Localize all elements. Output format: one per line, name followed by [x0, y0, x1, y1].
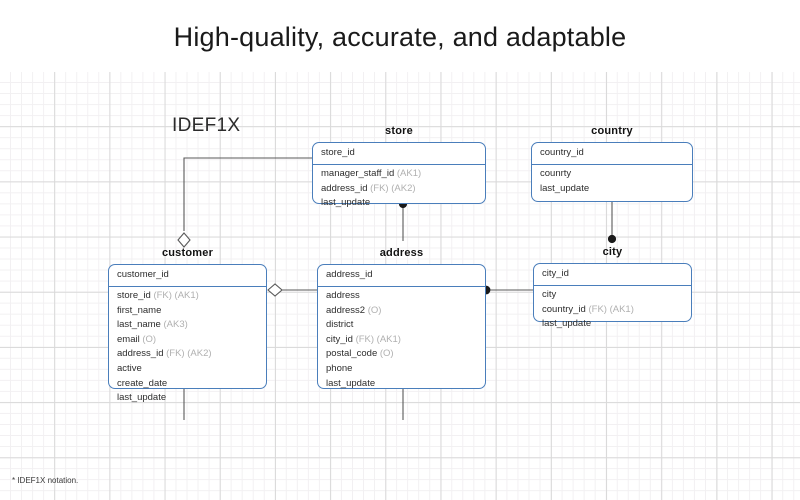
entity-title-customer: customer [161, 247, 214, 259]
attribute-row: active [108, 362, 267, 377]
attribute-name: last_update [117, 392, 167, 404]
attribute-name: address [326, 290, 360, 301]
entity-country[interactable]: country country_id counrty last_update [531, 125, 693, 202]
attribute-name: address_id [117, 348, 164, 360]
attribute-annotation: (O) [142, 333, 157, 345]
entity-title-country: country [591, 125, 633, 137]
attribute-annotation: (FK) (AK1) [588, 303, 634, 315]
attribute-annotation: (O) [367, 304, 382, 316]
attribute-name: address2 [326, 304, 366, 316]
entity-box-city [533, 263, 692, 322]
attribute-row: phone [317, 362, 486, 377]
attribute-name: city_id [542, 268, 569, 279]
attribute-name: manager_staff_id [321, 168, 395, 179]
attribute-row: last_update [533, 317, 692, 332]
attribute-row: first_name [108, 304, 267, 319]
entity-customer[interactable]: customer customer_id store_id (FK) (AK1)… [108, 247, 267, 403]
attribute-row: country_id [531, 146, 693, 161]
attribute-row: address_id [317, 268, 486, 283]
attribute-name: store_id [321, 147, 355, 158]
attribute-row: address [317, 289, 486, 304]
attribute-name: email [117, 333, 140, 345]
page-title: High-quality, accurate, and adaptable [173, 22, 627, 52]
entity-title-city: city [602, 246, 623, 258]
entity-pk-list-store: store_id [312, 142, 486, 165]
attribute-annotation: (AK3) [163, 319, 188, 331]
attribute-row: country_id (FK) (AK1) [533, 303, 692, 318]
attribute-row: city_id [533, 267, 692, 282]
attribute-name: city_id [326, 333, 353, 345]
attribute-row: last_update [312, 196, 486, 211]
attribute-annotation: (O) [379, 348, 394, 360]
attribute-name: active [117, 362, 142, 374]
entity-box-address [317, 264, 486, 389]
attribute-row: last_update [108, 391, 267, 406]
attribute-row: manager_staff_id (AK1) [312, 167, 486, 182]
entity-title-store: store [385, 125, 413, 137]
entity-city[interactable]: city city_id city country_id (FK) (AK1) … [533, 246, 692, 329]
attribute-row: postal_code (O) [317, 347, 486, 362]
attribute-row: create_date [108, 377, 267, 392]
attribute-name: store_id [117, 290, 151, 301]
attribute-row: counrty [531, 167, 693, 182]
attribute-name: last_name [117, 319, 161, 331]
attribute-row: city_id (FK) (AK1) [317, 333, 486, 348]
attribute-annotation: (FK) (AK1) [355, 333, 401, 345]
entity-pk-list-country: country_id [531, 142, 693, 165]
entity-attr-list-city: city country_id (FK) (AK1) last_update [533, 285, 692, 332]
attribute-annotation: (FK) (AK1) [153, 290, 199, 301]
attribute-row: address_id (FK) (AK2) [108, 347, 267, 362]
attribute-annotation: (FK) (AK2) [166, 348, 212, 360]
attribute-name: customer_id [117, 269, 169, 280]
attribute-name: last_update [540, 182, 590, 194]
attribute-name: district [326, 319, 354, 331]
attribute-row: last_update [531, 182, 693, 197]
attribute-row: store_id [312, 146, 486, 161]
entity-box-store [312, 142, 486, 204]
attribute-name: first_name [117, 304, 162, 316]
entity-title-address: address [379, 247, 424, 259]
attribute-name: city [542, 289, 557, 300]
attribute-row: city [533, 288, 692, 303]
entity-address[interactable]: address address_id address address2 (O) … [317, 247, 486, 391]
attribute-name: address_id [321, 182, 368, 194]
attribute-row: email (O) [108, 333, 267, 348]
entity-store[interactable]: store store_id manager_staff_id (AK1) ad… [312, 125, 486, 208]
attribute-name: postal_code [326, 348, 378, 360]
entity-attr-list-address: address address2 (O) district city_id (F… [317, 286, 486, 391]
attribute-annotation: (FK) (AK2) [370, 182, 416, 194]
attribute-name: last_update [321, 197, 371, 209]
attribute-name: last_update [542, 318, 592, 330]
attribute-name: country_id [542, 303, 586, 315]
footnote: * IDEF1X notation. [12, 476, 79, 485]
attribute-row: store_id (FK) (AK1) [108, 289, 267, 304]
attribute-row: address_id (FK) (AK2) [312, 182, 486, 197]
attribute-name: last_update [326, 377, 376, 389]
entity-pk-list-city: city_id [533, 263, 692, 286]
attribute-name: country_id [540, 147, 584, 158]
entity-box-customer [108, 264, 267, 389]
entity-pk-list-address: address_id [317, 264, 486, 287]
attribute-name: create_date [117, 377, 168, 389]
attribute-row: last_update [317, 377, 486, 392]
attribute-row: last_name (AK3) [108, 318, 267, 333]
attribute-name: address_id [326, 269, 373, 280]
entity-attr-list-customer: store_id (FK) (AK1) first_name last_name… [108, 286, 267, 406]
attribute-row: address2 (O) [317, 304, 486, 319]
attribute-annotation: (AK1) [396, 168, 422, 179]
attribute-row: district [317, 318, 486, 333]
entity-box-country [531, 142, 693, 202]
entity-attr-list-country: counrty last_update [531, 164, 693, 196]
attribute-row: customer_id [108, 268, 267, 283]
entity-pk-list-customer: customer_id [108, 264, 267, 287]
entity-attr-list-store: manager_staff_id (AK1) address_id (FK) (… [312, 164, 486, 211]
attribute-name: phone [326, 362, 353, 374]
attribute-name: counrty [540, 168, 572, 179]
notation-label: IDEF1X [172, 115, 241, 136]
